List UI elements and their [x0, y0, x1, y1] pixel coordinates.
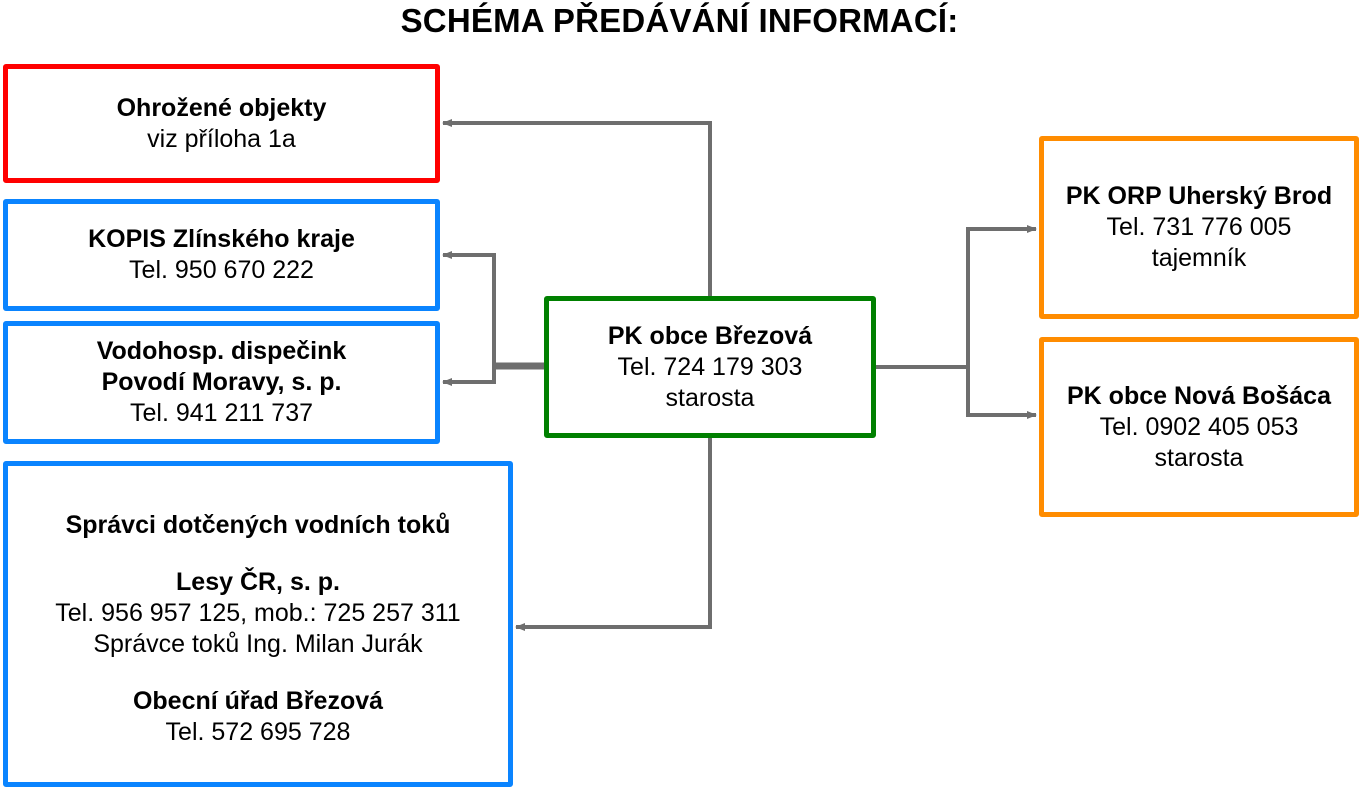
node-threatened-note: viz příloha 1a: [147, 124, 296, 153]
node-orp-phone: Tel. 731 776 005: [1106, 213, 1292, 241]
node-orp-uhersky-brod: PK ORP Uherský Brod Tel. 731 776 005 taj…: [1039, 136, 1359, 319]
node-water-phone: Tel. 941 211 737: [129, 399, 314, 427]
node-center-role: starosta: [665, 383, 755, 412]
node-kopis-name: KOPIS Zlínského kraje: [88, 225, 355, 253]
node-threatened-name: Ohrožené objekty: [116, 93, 327, 122]
node-center-brezova: PK obce Březová Tel. 724 179 303 starost…: [544, 296, 876, 438]
node-admins-org1-person: Správce toků Ing. Milan Jurák: [93, 630, 423, 658]
node-kopis-phone: Tel. 950 670 222: [129, 256, 314, 284]
node-nova-phone: Tel. 0902 405 053: [1099, 412, 1299, 441]
node-water-name-line1: Vodohosp. dispečink: [96, 337, 347, 365]
node-nova-name: PK obce Nová Bošáca: [1067, 381, 1331, 410]
edge-center-to-orp: [876, 225, 1037, 369]
node-admins-org1-name: Lesy ČR, s. p.: [176, 568, 340, 596]
node-orp-name: PK ORP Uherský Brod: [1065, 182, 1333, 210]
node-center-name: PK obce Březová: [607, 321, 813, 350]
node-threatened-objects: Ohrožené objekty viz příloha 1a: [3, 64, 440, 183]
edge-center-to-admins: [515, 438, 712, 631]
node-nova-role: starosta: [1154, 443, 1244, 472]
node-admins-org2-phone: Tel. 572 695 728: [165, 718, 351, 746]
node-water-name-line2: Povodí Moravy, s. p.: [101, 368, 342, 396]
node-nova-bosaca: PK obce Nová Bošáca Tel. 0902 405 053 st…: [1039, 337, 1359, 517]
edge-center-to-water: [442, 366, 496, 386]
node-kopis: KOPIS Zlínského kraje Tel. 950 670 222: [3, 199, 440, 311]
node-orp-role: tajemník: [1151, 244, 1247, 272]
node-watercourse-administrators: Správci dotčených vodních toků Lesy ČR, …: [3, 461, 513, 787]
node-admins-org1-phone: Tel. 956 957 125, mob.: 725 257 311: [55, 599, 461, 627]
edge-center-to-kopis: [442, 251, 544, 368]
node-center-phone: Tel. 724 179 303: [617, 352, 803, 381]
node-water-dispatch: Vodohosp. dispečink Povodí Moravy, s. p.…: [3, 321, 440, 444]
node-admins-org2-name: Obecní úřad Březová: [132, 687, 384, 715]
edge-center-to-threatened: [442, 119, 712, 298]
node-admins-heading: Správci dotčených vodních toků: [65, 511, 451, 539]
edge-center-to-nova: [966, 367, 1037, 419]
diagram-title: SCHÉMA PŘEDÁVÁNÍ INFORMACÍ:: [400, 2, 959, 39]
